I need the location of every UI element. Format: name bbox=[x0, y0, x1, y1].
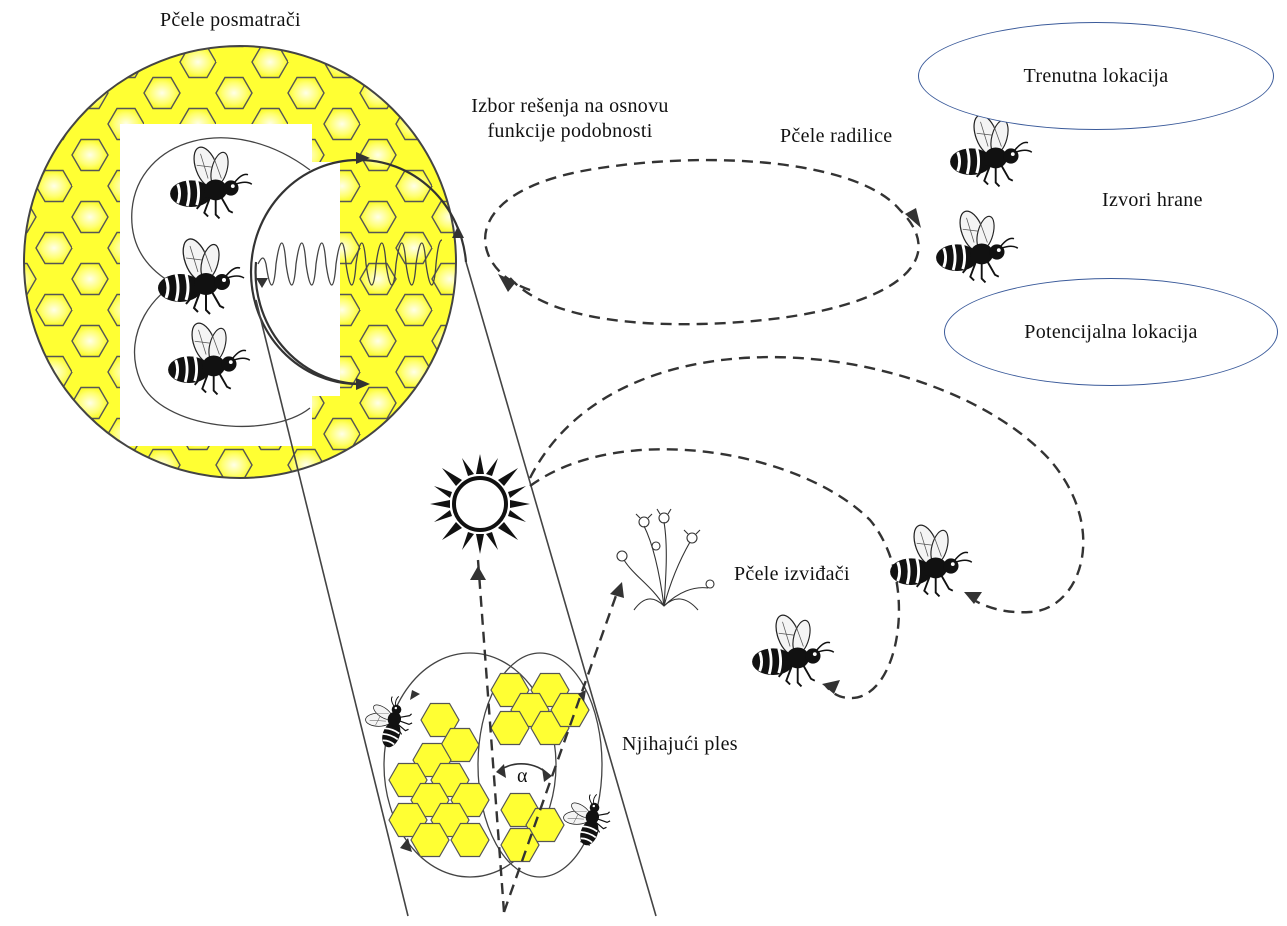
bee-icon bbox=[936, 208, 1018, 283]
waggle-dance-area bbox=[384, 560, 624, 912]
potential-location-ellipse: Potencijalna lokacija bbox=[944, 278, 1278, 386]
angle-label: α bbox=[517, 764, 528, 789]
bee-icon bbox=[752, 612, 834, 687]
food-sources-label: Izvori hrane bbox=[1102, 188, 1203, 213]
bee-icon bbox=[555, 786, 617, 851]
sun-icon bbox=[430, 454, 530, 554]
hive-honeycomb bbox=[24, 46, 456, 478]
scouts-label: Pčele izviđači bbox=[734, 562, 850, 587]
bee-icon bbox=[357, 688, 419, 753]
worker-loop bbox=[485, 160, 921, 324]
waggle-dance-label: Njihajući ples bbox=[622, 732, 738, 757]
current-location-ellipse: Trenutna lokacija bbox=[918, 22, 1274, 130]
bee-icon bbox=[890, 522, 972, 597]
selection-label: Izbor rešenja na osnovu funkcije podobno… bbox=[430, 94, 710, 144]
flower-icon bbox=[617, 509, 714, 610]
current-location-label: Trenutna lokacija bbox=[1024, 64, 1169, 89]
observers-label: Pčele posmatrači bbox=[160, 8, 301, 33]
workers-label: Pčele radilice bbox=[780, 124, 892, 149]
potential-location-label: Potencijalna lokacija bbox=[1024, 320, 1197, 345]
scout-loops bbox=[530, 357, 1083, 698]
selection-label-line1: Izbor rešenja na osnovu bbox=[430, 94, 710, 119]
selection-label-line2: funkcije podobnosti bbox=[430, 119, 710, 144]
